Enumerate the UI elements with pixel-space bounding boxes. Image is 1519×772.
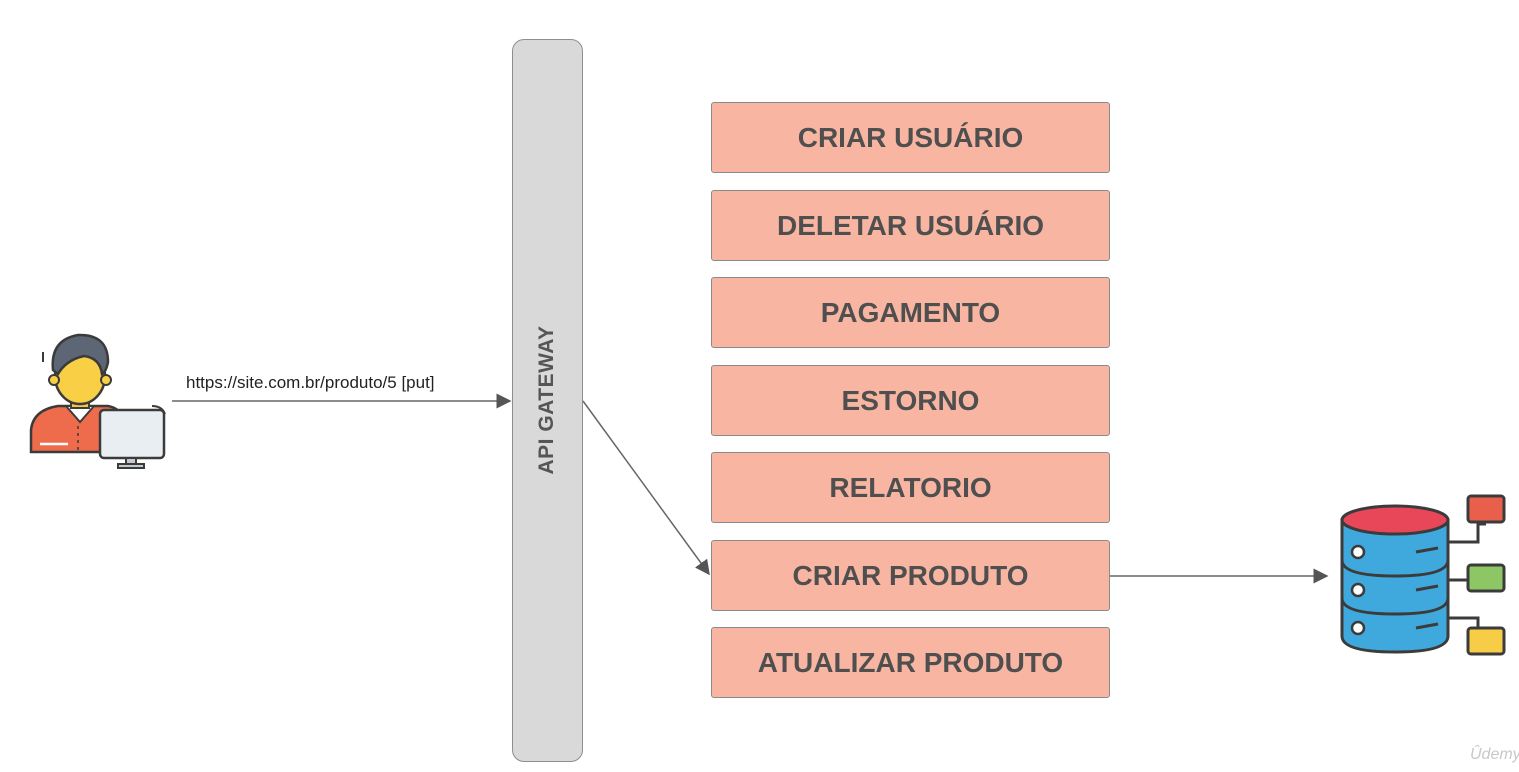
service-criar-produto: CRIAR PRODUTO [711, 540, 1110, 611]
service-criar-usuario: CRIAR USUÁRIO [711, 102, 1110, 173]
route-arrow [582, 400, 710, 576]
api-gateway-label: API GATEWAY [535, 325, 558, 475]
service-deletar-usuario: DELETAR USUÁRIO [711, 190, 1110, 261]
api-gateway [512, 39, 583, 762]
user-at-computer-icon [29, 333, 166, 469]
service-atualizar-produto: ATUALIZAR PRODUTO [711, 627, 1110, 698]
request-url-label: https://site.com.br/produto/5 [put] [186, 373, 435, 392]
database-icon [1340, 494, 1506, 656]
service-pagamento: PAGAMENTO [711, 277, 1110, 348]
udemy-watermark: Ûdemy [1470, 746, 1519, 763]
service-relatorio: RELATORIO [711, 452, 1110, 523]
service-estorno: ESTORNO [711, 365, 1110, 436]
